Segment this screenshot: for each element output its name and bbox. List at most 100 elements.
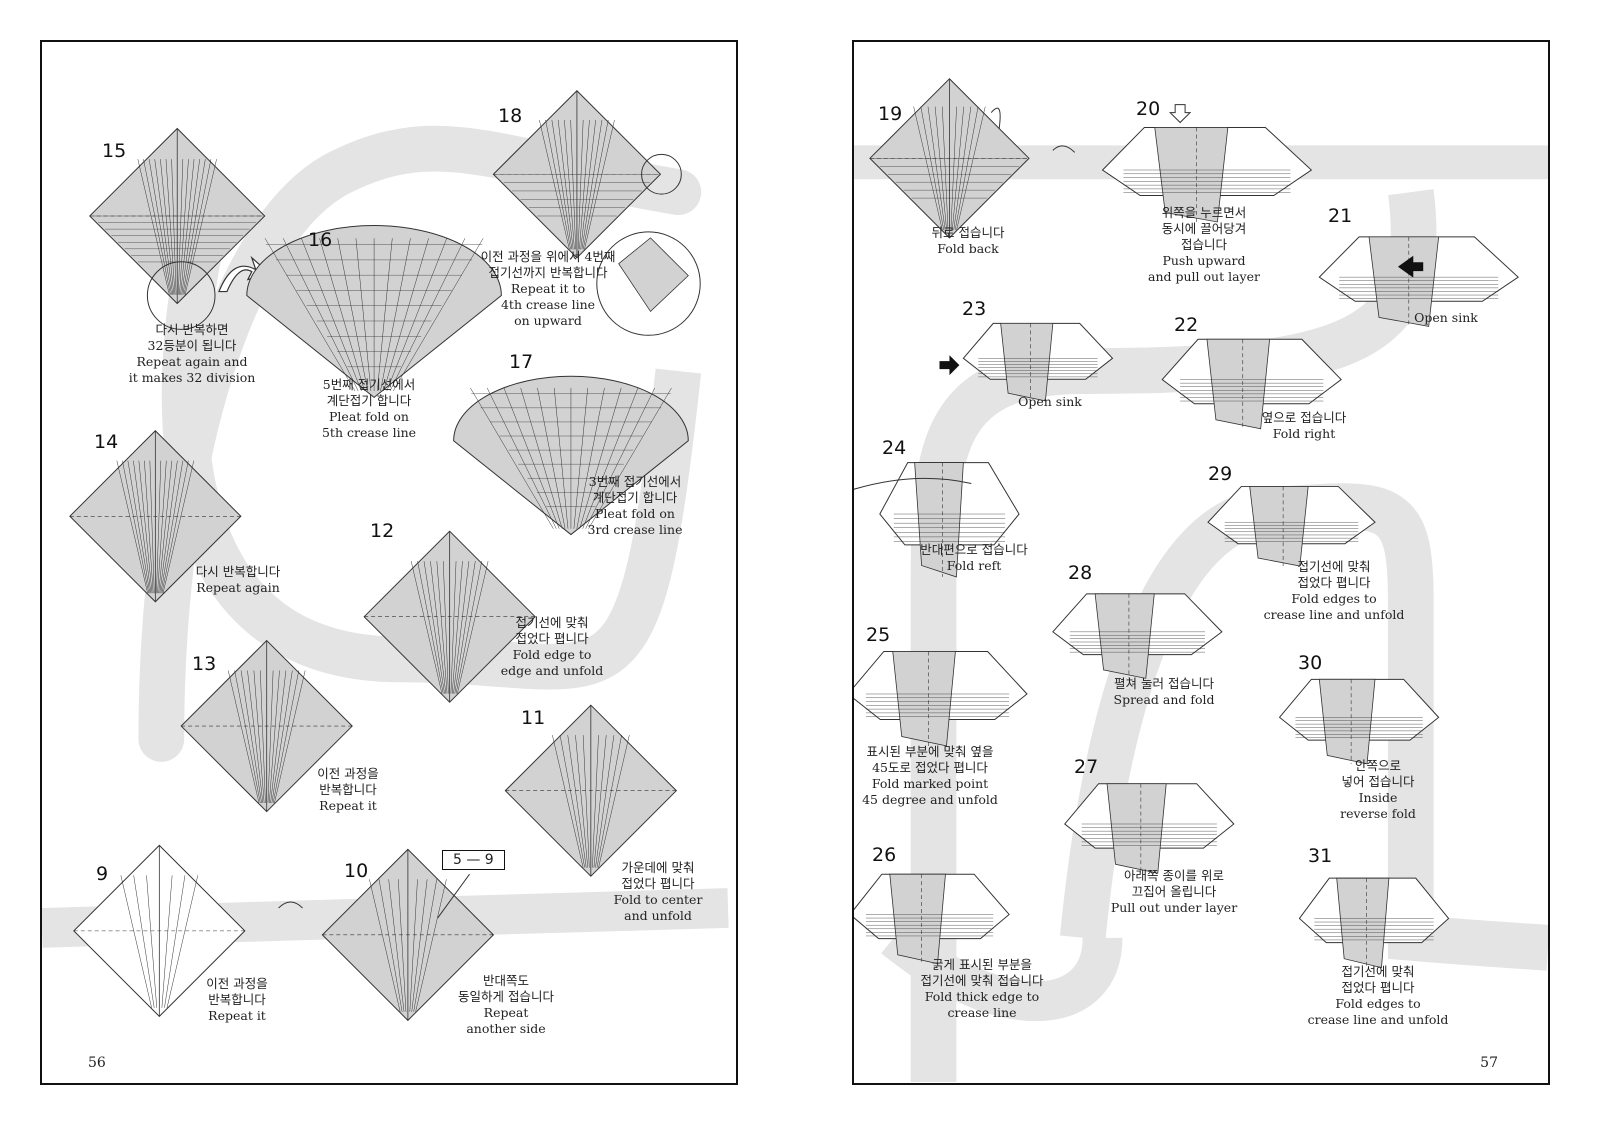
caption-line: 동일하게 접습니다 [458, 989, 554, 1004]
crease-line [953, 106, 972, 230]
fold-arrow-icon [854, 477, 972, 490]
crease-line [127, 460, 151, 594]
crease-line [165, 159, 176, 295]
crease-line [952, 106, 965, 230]
crease-line [470, 387, 554, 529]
crease-line [595, 735, 615, 868]
crease-line [156, 460, 162, 594]
crease-line [486, 387, 557, 529]
model-flap [1249, 486, 1309, 567]
crease-line [144, 460, 154, 594]
caption-line: Push upward [1162, 253, 1246, 268]
caption-line: 펼쳐 눌러 접습니다 [1114, 676, 1214, 691]
caption-line: Spread and fold [1113, 692, 1215, 707]
origami-diamond-diagram [180, 639, 353, 813]
caption-line: 다시 반복합니다 [195, 564, 281, 579]
model-flap [1154, 127, 1229, 223]
model-flap [1094, 593, 1155, 679]
caption-line: 다시 반복하면 [155, 322, 229, 337]
caption-line: 넣어 접습니다 [1341, 774, 1415, 789]
crease-line [160, 460, 184, 594]
model-flap [889, 873, 946, 965]
detail-paper [618, 237, 689, 313]
crease-line [398, 879, 407, 1012]
caption-line: Repeat it to [510, 281, 586, 296]
model-flap [1368, 236, 1440, 327]
crease-line [596, 735, 622, 868]
crease-line [274, 670, 306, 804]
turn-over-icon [278, 901, 303, 909]
step-number-19: 19 [878, 103, 903, 125]
caption-line: crease line [947, 1005, 1017, 1020]
caption-line: 32등분이 됩니다 [147, 338, 237, 353]
crease-line [272, 670, 300, 804]
crease-line [436, 561, 448, 694]
caption-line: 동시에 끌어당겨 [1161, 221, 1247, 236]
crease-line [954, 106, 979, 230]
crease-line [579, 387, 622, 529]
caption-line: 뒤로 접습니다 [931, 225, 1005, 240]
crease-line [178, 159, 184, 295]
caption-line: Inside [1358, 790, 1398, 805]
crease-line [588, 387, 672, 529]
crease-line [183, 159, 212, 295]
origami-diamond-diagram [492, 90, 662, 259]
step-number-23: 23 [962, 298, 987, 320]
caption-line: 3rd crease line [587, 522, 683, 537]
origami-fan-diagram [453, 375, 689, 536]
caption-line: 계단접기 합니다 [592, 490, 678, 505]
caption-line: 안쪽으로 [1354, 758, 1401, 773]
crease-line [159, 460, 178, 594]
crease-line [160, 159, 175, 295]
crease-line [388, 879, 405, 1012]
crease-line [503, 387, 560, 529]
crease-line [337, 238, 368, 392]
turn-over-icon [1052, 145, 1076, 153]
detail-circle [146, 261, 216, 330]
crease-line [423, 561, 445, 694]
caption-line: Repeat it [319, 798, 377, 813]
crease-line [913, 106, 943, 230]
crease-line [564, 119, 575, 250]
crease-line [166, 875, 199, 1008]
crease-line [386, 238, 448, 392]
detail-circle [641, 153, 682, 195]
caption-line: Fold right [1272, 426, 1336, 441]
step-path-band [881, 922, 1123, 1022]
caption-line: Open sink [1414, 310, 1478, 325]
step-number-28: 28 [1068, 562, 1093, 584]
crease-line [920, 106, 944, 230]
origami-body-diagram [854, 873, 1010, 965]
caption-line: 반복합니다 [208, 992, 266, 1007]
crease-line [411, 879, 428, 1012]
crease-line [577, 119, 584, 250]
caption-line: 굵게 표시된 부분을 [932, 957, 1032, 972]
caption-line: and unfold [624, 908, 692, 923]
origami-body-diagram [1298, 877, 1450, 969]
caption-line: Repeat [483, 1005, 529, 1020]
caption-line: 반대쪽도 [482, 973, 529, 988]
origami-diamond-diagram [321, 848, 495, 1022]
crease-line [171, 159, 177, 295]
caption-line: Open sink [1018, 394, 1082, 409]
crease-line [319, 238, 365, 392]
caption-line: 접기선에 맞춰 [515, 615, 589, 630]
caption-line: Fold edges to [1291, 591, 1377, 606]
crease-line [576, 387, 605, 529]
caption-line: 접기선에 맞춰 [1341, 964, 1415, 979]
crease-line [552, 735, 584, 868]
crease-line [282, 238, 359, 392]
step-number-12: 12 [370, 520, 395, 542]
crease-line [227, 670, 260, 804]
caption-line: 반대편으로 접습니다 [920, 542, 1028, 557]
crease-line [120, 875, 152, 1008]
crease-line [148, 159, 172, 295]
